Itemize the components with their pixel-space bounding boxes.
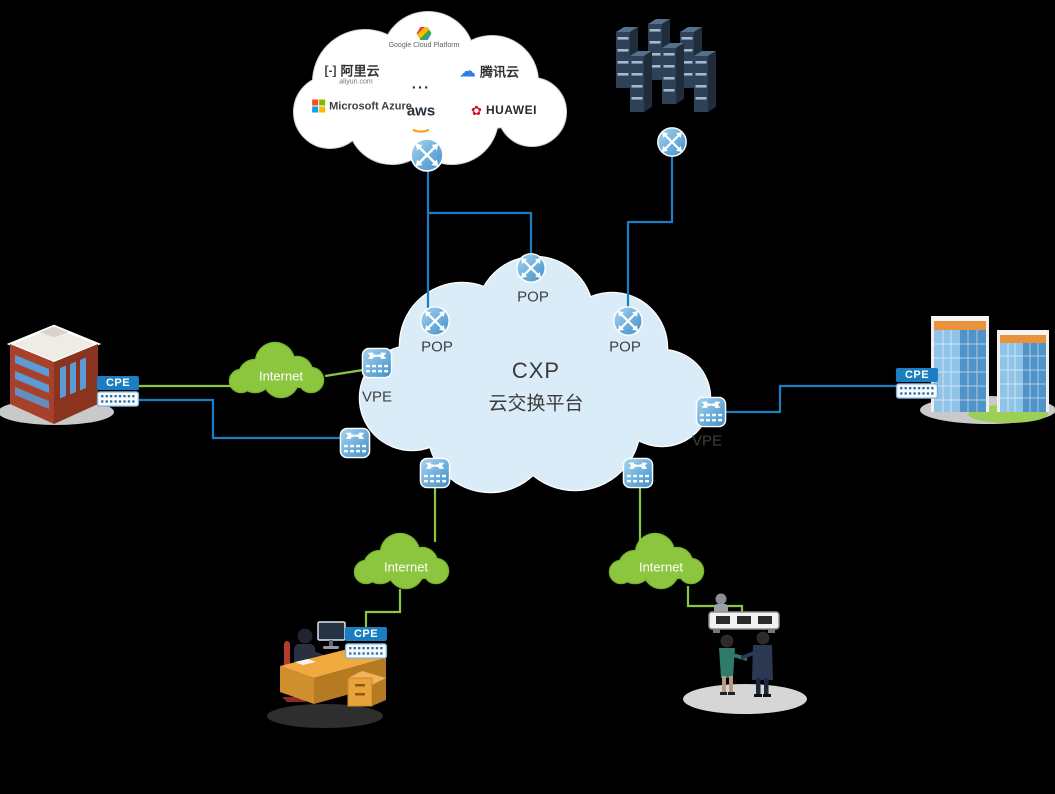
vpe-label-left: VPE <box>361 388 393 406</box>
huawei-flower-icon: ✿ <box>471 102 482 118</box>
office-buildings-right <box>920 316 1055 424</box>
datacenter-servers <box>616 19 716 112</box>
office-building-left <box>0 324 114 425</box>
azure-label: Microsoft Azure <box>329 100 412 112</box>
server-rack-icon <box>662 43 684 104</box>
router-icon-pop-right <box>612 305 644 337</box>
alibaba-logo: [-] 阿里云 <box>324 61 379 80</box>
huawei-label: HUAWEI <box>485 103 537 117</box>
internet-label-bottom-left: Internet <box>383 559 429 575</box>
gcp-label: Google Cloud Platform <box>388 42 460 49</box>
router-icon-datacenter <box>656 126 688 158</box>
handshake-scene <box>683 593 807 714</box>
switch-icon-vpe-left <box>361 347 393 379</box>
cpe-tag-bottom: CPE <box>344 627 388 641</box>
server-rack-icon <box>694 51 716 112</box>
cxp-subtitle: 云交换平台 <box>488 393 584 415</box>
link-cpe-left-to-switch <box>139 398 342 440</box>
microsoft-squares-icon <box>312 99 326 113</box>
links-layer <box>137 150 897 628</box>
internet-label-bottom-right: Internet <box>638 559 684 575</box>
huawei-logo: ✿ HUAWEI <box>471 103 537 117</box>
pop-label-top: POP <box>517 288 549 306</box>
alibaba-domain-label: aliyun.com <box>339 78 373 86</box>
link-datacenter-to-pop-right <box>626 150 674 308</box>
link-internet-to-cpe-bottom <box>364 589 402 628</box>
link-provider-to-pop-top <box>428 211 533 255</box>
gcp-hexagon-icon <box>416 27 432 40</box>
aws-logo: aws <box>406 102 436 133</box>
aws-label: aws <box>406 102 436 120</box>
alibaba-bracket-icon: [-] <box>324 63 337 77</box>
switch-icon-bottom-right <box>622 457 654 489</box>
router-icon-pop-top <box>515 252 547 284</box>
gcp-logo: Google Cloud Platform <box>388 27 460 49</box>
cpe-tag-right: CPE <box>895 368 939 382</box>
cpe-device-icon-left <box>96 391 140 407</box>
tencent-cloud-icon: ☁ <box>458 61 476 81</box>
cpe-device-icon-bottom <box>344 643 388 659</box>
tencent-label: 腾讯云 <box>479 64 520 80</box>
switch-icon-vpe-right <box>695 396 727 428</box>
cpe-tag-left: CPE <box>96 376 140 390</box>
cxp-title: CXP <box>511 358 561 383</box>
link-internet-to-vpe-left <box>324 368 364 378</box>
pop-label-right: POP <box>609 338 641 356</box>
router-icon-pop-left <box>419 305 451 337</box>
server-rack-icon <box>630 51 652 112</box>
aws-smile-icon <box>409 120 432 133</box>
tencent-logo: ☁ 腾讯云 <box>459 62 519 81</box>
link-vpe-right-to-cpe-right <box>726 384 897 414</box>
router-icon-provider <box>409 137 445 173</box>
pop-label-left: POP <box>421 338 453 356</box>
cpe-device-icon-right <box>895 383 939 399</box>
vpe-label-right: VPE <box>691 432 723 450</box>
internet-label-left: Internet <box>258 368 304 384</box>
providers-ellipsis: ... <box>411 75 431 93</box>
azure-logo: Microsoft Azure <box>312 99 412 113</box>
switch-icon-left-lower <box>339 427 371 459</box>
switch-icon-bottom-left <box>419 457 451 489</box>
alibaba-label: 阿里云 <box>340 63 380 79</box>
